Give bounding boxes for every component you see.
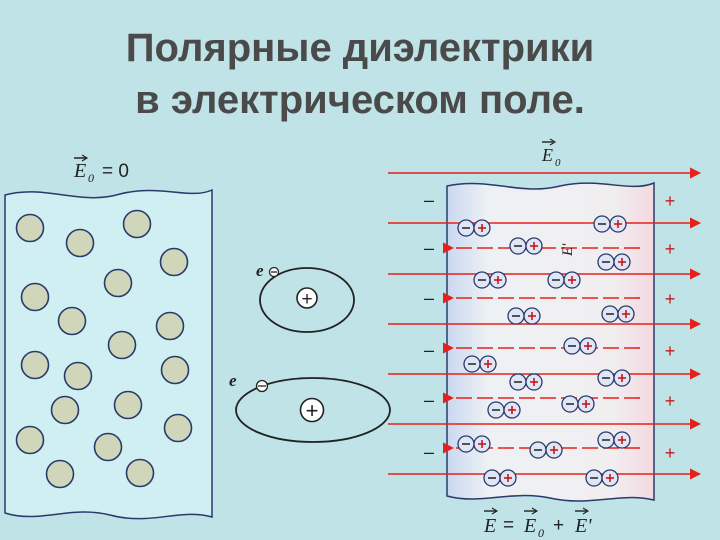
molecule-disk <box>103 268 133 298</box>
molecule-disk <box>45 459 75 489</box>
dipole <box>487 401 521 419</box>
nucleus-sign-2: + <box>306 398 319 423</box>
dipole <box>509 237 543 255</box>
svg-text:E: E <box>541 145 553 165</box>
svg-text:E': E' <box>560 243 576 257</box>
left-field-sub: 0 <box>88 171 94 185</box>
dipole <box>529 441 563 459</box>
positive-surface-charge: + <box>665 239 676 259</box>
electron-label-2: e <box>229 371 237 390</box>
dipole <box>547 271 581 289</box>
atom-polarized: e + <box>229 371 391 443</box>
svg-text:+: + <box>553 515 564 536</box>
dipole <box>597 369 631 387</box>
dipole <box>473 271 507 289</box>
molecule-disk <box>50 395 80 425</box>
positive-surface-charge: + <box>665 391 676 411</box>
svg-text:E': E' <box>574 515 592 537</box>
left-field-label: E 0 = 0 <box>73 154 129 185</box>
dipole <box>601 305 635 323</box>
nucleus-2 <box>299 397 325 423</box>
molecule-disk <box>15 425 45 455</box>
molecule-disk <box>155 311 185 341</box>
left-field-e: E <box>73 160 86 182</box>
positive-surface-charge: + <box>665 443 676 463</box>
negative-surface-charge: – <box>424 288 434 308</box>
molecule-disk <box>57 306 87 336</box>
dipole <box>563 337 597 355</box>
negative-surface-charge: – <box>424 340 434 360</box>
positive-surface-charge: + <box>665 191 676 211</box>
svg-text:E: E <box>523 515 536 537</box>
dipole <box>593 215 627 233</box>
dipole <box>597 253 631 271</box>
dipole <box>463 355 497 373</box>
molecule-disk <box>160 355 190 385</box>
slide-title: Полярные диэлектрики в электрическом пол… <box>0 22 720 126</box>
molecule-disk <box>163 413 193 443</box>
molecule-disk <box>20 350 50 380</box>
dipole <box>509 373 543 391</box>
molecule-disk <box>125 458 155 488</box>
negative-surface-charge: – <box>424 442 434 462</box>
dipole-molecules <box>457 215 635 487</box>
negative-surface-charge: – <box>424 390 434 410</box>
title-line-1: Полярные диэлектрики <box>125 26 595 70</box>
molecule-disk <box>15 213 45 243</box>
molecule-disk <box>20 282 50 312</box>
left-field-value: = 0 <box>102 161 129 182</box>
title-line-2: в электрическом поле. <box>135 78 585 122</box>
nucleus-1 <box>296 287 318 309</box>
dipole <box>457 219 491 237</box>
molecule-disk <box>63 361 93 391</box>
molecule-disk <box>113 390 143 420</box>
molecule-disk <box>159 247 189 277</box>
molecule-disk <box>93 432 123 462</box>
atom-unpolarized: e + <box>256 261 355 333</box>
dipole <box>483 469 517 487</box>
nucleus-sign-1: + <box>301 289 312 310</box>
dipole <box>507 307 541 325</box>
molecule-disk <box>65 228 95 258</box>
dipole <box>561 395 595 413</box>
negative-surface-charge: – <box>424 190 434 210</box>
electron-label-1: e <box>256 261 264 280</box>
induced-field-label: E' <box>560 243 576 257</box>
right-top-field-label: E 0 <box>541 138 561 169</box>
dipole <box>597 431 631 449</box>
bottom-formula: E = E 0 + E' <box>483 507 592 540</box>
svg-text:0: 0 <box>555 157 561 169</box>
molecule-disk <box>107 330 137 360</box>
svg-text:=: = <box>503 515 514 536</box>
svg-text:E: E <box>483 515 496 537</box>
left-molecule-disks <box>15 209 193 489</box>
surface-charges: – + – + – + – + – + – + <box>424 190 675 463</box>
negative-surface-charge: – <box>424 238 434 258</box>
positive-surface-charge: + <box>665 341 676 361</box>
svg-text:0: 0 <box>538 526 544 540</box>
left-dielectric-slab <box>4 188 213 520</box>
positive-surface-charge: + <box>665 289 676 309</box>
dipole <box>457 435 491 453</box>
dipole <box>585 469 619 487</box>
molecule-disk <box>122 209 152 239</box>
